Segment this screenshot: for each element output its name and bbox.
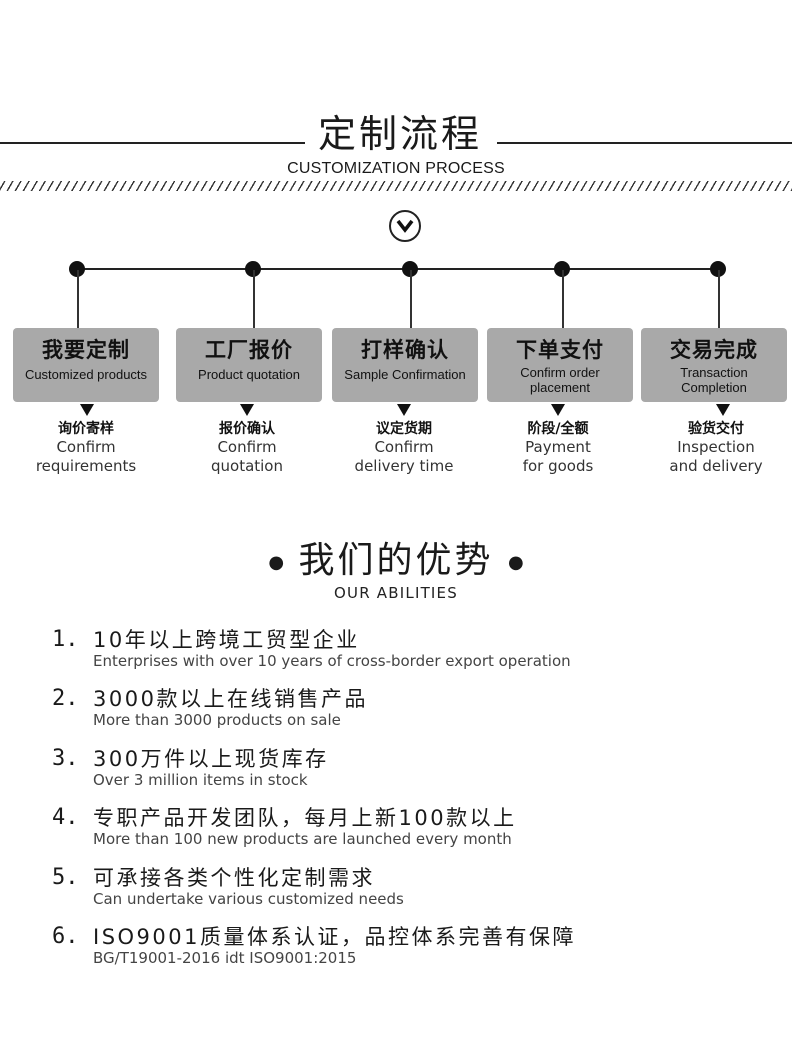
step-subtitle: Transaction [680,365,748,380]
timeline-dot [402,261,418,277]
chevron-down-icon [396,219,414,233]
triangle-down-icon [716,404,730,416]
timeline-stem [718,270,720,328]
hatch-divider [0,181,792,191]
ability-number: 4. [52,805,79,830]
step-box-quotation: 工厂报价 Product quotation [176,328,322,402]
step-subtitle: Customized products [24,367,148,382]
step-title: 交易完成 [670,338,758,362]
step-subtitle: Confirm order [520,365,600,380]
timeline-line [76,268,720,270]
timeline-stem [410,270,412,328]
ability-text-en: More than 3000 products on sale [93,711,341,729]
step-box-sample: 打样确认 Sample Confirmation [332,328,478,402]
ability-number: 3. [52,746,79,771]
ability-number: 2. [52,686,79,711]
triangle-down-icon [240,404,254,416]
step-subtitle: Completion [681,380,747,395]
step-note-en: Confirm [217,438,277,456]
step-note-cn: 验货交付 [688,421,744,437]
step-note-cn: 询价寄样 [58,421,114,437]
ability-text-en: More than 100 new products are launched … [93,830,512,848]
ability-text-cn: 专职产品开发团队，每月上新100款以上 [93,806,517,830]
step-box-customize: 我要定制 Customized products [13,328,159,402]
triangle-down-icon [397,404,411,416]
step-note: 验货交付 Inspection and delivery [641,420,791,476]
ability-number: 1. [52,627,79,652]
step-note-en: Inspection [677,438,755,456]
step-note-en: Payment [525,438,591,456]
step-note-en: quotation [210,457,283,475]
bullet-dot-icon: ● [268,552,285,573]
step-subtitle: Product quotation [198,367,300,382]
step-note-en: Confirm [374,438,434,456]
step-title: 下单支付 [516,338,604,362]
ability-text-cn: 3000款以上在线销售产品 [93,687,368,711]
ability-text-en: BG/T19001-2016 idt ISO9001:2015 [93,949,357,967]
step-note-cn: 阶段/全额 [527,421,589,437]
ability-text-cn: 10年以上跨境工贸型企业 [93,628,360,652]
step-subtitle: placement [530,380,590,395]
step-note-en: delivery time [354,457,454,475]
step-box-payment: 下单支付 Confirm order placement [487,328,633,402]
ability-text-cn: 可承接各类个性化定制需求 [93,866,375,890]
page-title: 定制流程 [317,112,482,156]
title-rule-left [0,142,305,144]
step-title: 打样确认 [361,338,449,362]
ability-text-cn: ISO9001质量体系认证，品控体系完善有保障 [93,925,576,949]
step-subtitle: Sample Confirmation [344,367,466,382]
step-note: 询价寄样 Confirm requirements [11,420,161,476]
abilities-subtitle: OUR ABILITIES [334,584,458,602]
timeline-dot [710,261,726,277]
step-note: 报价确认 Confirm quotation [172,420,322,476]
ability-text-en: Enterprises with over 10 years of cross-… [93,652,571,670]
chevron-down-circle-icon [389,210,421,242]
timeline-stem [562,270,564,328]
page-subtitle: CUSTOMIZATION PROCESS [287,160,505,177]
ability-text-en: Over 3 million items in stock [93,771,308,789]
triangle-down-icon [80,404,94,416]
triangle-down-icon [551,404,565,416]
abilities-title: ● 我们的优势 ● [246,538,546,586]
timeline-stem [77,270,79,328]
step-note-en: Confirm [56,438,116,456]
step-note-en: for goods [522,457,594,475]
step-note-cn: 议定货期 [376,421,432,437]
step-note: 阶段/全额 Payment for goods [483,420,633,476]
step-note: 议定货期 Confirm delivery time [329,420,479,476]
step-note-en: requirements [35,457,137,475]
step-note-en: and delivery [669,457,763,475]
step-box-completion: 交易完成 Transaction Completion [641,328,787,402]
ability-number: 5. [52,865,79,890]
timeline-dot [245,261,261,277]
step-title: 工厂报价 [205,338,293,362]
ability-text-cn: 300万件以上现货库存 [93,747,329,771]
ability-number: 6. [52,924,79,949]
timeline-dot [69,261,85,277]
step-note-cn: 报价确认 [219,421,275,437]
timeline-stem [253,270,255,328]
bullet-dot-icon: ● [507,552,524,573]
step-title: 我要定制 [42,338,130,362]
title-rule-right [497,142,792,144]
ability-text-en: Can undertake various customized needs [93,890,404,908]
abilities-title-text: 我们的优势 [298,540,494,581]
timeline-dot [554,261,570,277]
